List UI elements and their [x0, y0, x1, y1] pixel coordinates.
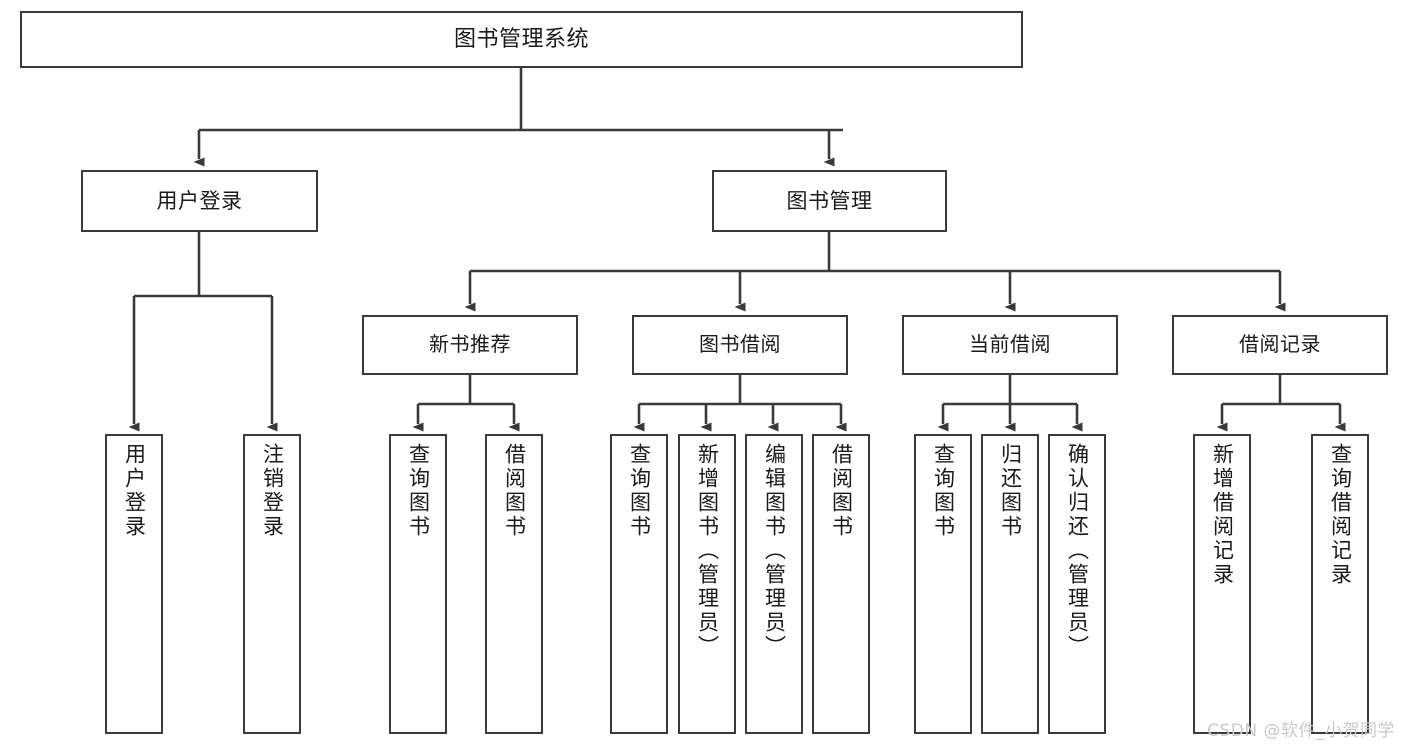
node-leaf-add-record[interactable]: 新增借阅记录 [1193, 434, 1251, 734]
node-leaf-add-book[interactable]: 新增图书（管理员） [678, 434, 736, 734]
node-leaf-borrow-book-1-label: 借阅图书 [502, 443, 527, 539]
node-leaf-query-book-2-label: 查询图书 [627, 443, 652, 539]
node-leaf-query-record-label: 查询借阅记录 [1328, 443, 1353, 587]
node-current-borrow-label: 当前借阅 [969, 332, 1051, 357]
node-leaf-user-login[interactable]: 用户登录 [105, 434, 163, 734]
node-leaf-edit-book[interactable]: 编辑图书（管理员） [745, 434, 803, 734]
node-leaf-borrow-book-1[interactable]: 借阅图书 [485, 434, 543, 734]
node-leaf-borrow-book-2[interactable]: 借阅图书 [812, 434, 870, 734]
watermark-text: CSDN @软件_小贺同学 [1207, 721, 1395, 741]
node-current-borrow[interactable]: 当前借阅 [902, 315, 1118, 375]
node-leaf-return-book-label: 归还图书 [998, 443, 1023, 539]
node-leaf-query-book-1-label: 查询图书 [406, 443, 431, 539]
node-leaf-logout-login-label: 注销登录 [260, 443, 285, 539]
node-book-manage-label: 图书管理 [786, 188, 873, 213]
node-leaf-user-login-label: 用户登录 [122, 443, 147, 539]
node-new-book-recommend[interactable]: 新书推荐 [362, 315, 578, 375]
node-root-system[interactable]: 图书管理系统 [20, 11, 1023, 68]
node-leaf-logout-login[interactable]: 注销登录 [243, 434, 301, 734]
node-leaf-return-book[interactable]: 归还图书 [981, 434, 1039, 734]
node-leaf-confirm-return-label: 确认归还（管理员） [1065, 443, 1090, 659]
node-leaf-borrow-book-2-label: 借阅图书 [829, 443, 854, 539]
node-book-manage[interactable]: 图书管理 [712, 170, 947, 232]
node-user-login[interactable]: 用户登录 [81, 170, 318, 232]
node-borrow-record[interactable]: 借阅记录 [1172, 315, 1388, 375]
node-book-borrow-label: 图书借阅 [699, 332, 781, 357]
node-user-login-label: 用户登录 [156, 188, 243, 213]
node-borrow-record-label: 借阅记录 [1239, 332, 1321, 357]
node-leaf-add-record-label: 新增借阅记录 [1210, 443, 1235, 587]
node-leaf-query-book-3-label: 查询图书 [931, 443, 956, 539]
node-leaf-query-book-3[interactable]: 查询图书 [914, 434, 972, 734]
node-leaf-edit-book-label: 编辑图书（管理员） [762, 443, 787, 659]
node-new-book-recommend-label: 新书推荐 [429, 332, 511, 357]
node-leaf-confirm-return[interactable]: 确认归还（管理员） [1048, 434, 1106, 734]
node-leaf-add-book-label: 新增图书（管理员） [695, 443, 720, 659]
node-leaf-query-book-2[interactable]: 查询图书 [610, 434, 668, 734]
node-book-borrow[interactable]: 图书借阅 [632, 315, 848, 375]
node-leaf-query-book-1[interactable]: 查询图书 [389, 434, 447, 734]
node-leaf-query-record[interactable]: 查询借阅记录 [1311, 434, 1369, 734]
node-root-system-label: 图书管理系统 [453, 26, 589, 52]
